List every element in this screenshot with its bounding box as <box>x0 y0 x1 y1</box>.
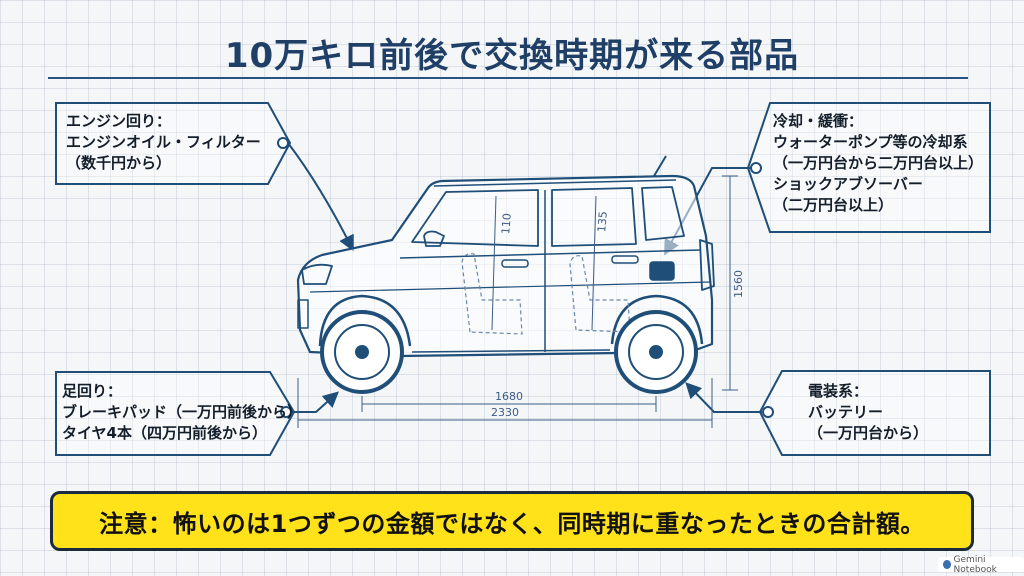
callout-cooling: 冷却・緩衝： ウォーターポンプ等の冷却系 （一万円台から二万円台以上） ショック… <box>773 111 983 216</box>
antenna <box>653 155 667 177</box>
callout-dot-engine <box>277 137 289 149</box>
callout-cooling-line: （二万円台以上） <box>773 196 894 214</box>
leader-engine <box>287 142 354 252</box>
rear-window <box>551 187 637 247</box>
dimension-lines <box>297 175 738 428</box>
front-fender-arch <box>318 294 412 347</box>
leader-chassis <box>292 391 339 413</box>
callout-electrical-line: 電装系： <box>808 382 869 400</box>
callout-electrical: 電装系： バッテリー （一万円台から） <box>808 381 928 444</box>
callout-cooling-line: ショックアブソーバー <box>773 175 923 193</box>
callout-chassis-line: タイヤ4本（四万円前後から） <box>62 424 267 442</box>
callout-frame-cooling <box>746 102 991 233</box>
front-wheel <box>320 310 404 394</box>
interior-seats <box>461 253 631 335</box>
notice-banner: 注意：怖いのは1つずつの金額ではなく、同時期に重なったときの合計額。 <box>50 491 974 551</box>
car-body-outline <box>296 174 714 358</box>
front-door-handle <box>501 259 529 268</box>
dimension-height-label: 1560 <box>732 270 745 298</box>
callout-dot-cooling <box>750 162 762 174</box>
callout-electrical-line: （一万円台から） <box>808 424 929 442</box>
dimension-front-seat-label: 110 <box>499 213 514 235</box>
side-step <box>411 349 611 353</box>
dimension-wheelbase-label: 1680 <box>495 390 523 403</box>
callout-engine-line: （数千円から） <box>66 154 172 172</box>
belt-line <box>399 249 701 259</box>
callout-engine: エンジン回り： エンジンオイル・フィルター （数千円から） <box>66 111 261 174</box>
callout-dot-electrical <box>762 406 774 418</box>
tail-light <box>699 239 715 291</box>
callout-chassis-line: 足回り： <box>62 382 123 400</box>
callout-frame-engine <box>55 102 292 185</box>
headlight <box>301 263 333 285</box>
callout-cooling-line: （一万円台から二万円台以上） <box>773 154 984 172</box>
callout-engine-line: エンジン回り： <box>66 112 172 130</box>
notice-text: 注意：怖いのは1つずつの金額ではなく、同時期に重なったときの合計額。 <box>99 509 925 538</box>
leader-electrical <box>685 382 762 413</box>
callout-chassis: 足回り： ブレーキパッド（一万円前後から） タイヤ4本（四万円前後から） <box>62 381 302 444</box>
callout-dot-chassis <box>280 406 292 418</box>
callout-frame-electrical <box>758 370 991 456</box>
mirror <box>423 230 445 247</box>
rear-fender-arch <box>610 294 704 345</box>
gemini-logo-icon <box>943 560 951 569</box>
brand-badge: Gemini Notebook <box>938 554 1024 575</box>
brand-label: Gemini Notebook <box>953 554 997 575</box>
callout-electrical-line: バッテリー <box>808 403 884 421</box>
page-title: 10万キロ前後で交換時期が来る部品 <box>224 36 800 76</box>
dimension-length-label: 2330 <box>491 406 519 419</box>
roof-rail <box>433 179 677 187</box>
callout-cooling-line: ウォーターポンプ等の冷却系 <box>773 133 968 151</box>
body-crease <box>309 281 711 293</box>
callout-frame-chassis <box>55 371 296 456</box>
fuel-lid <box>649 261 675 281</box>
title-divider <box>48 77 968 79</box>
car <box>296 155 715 358</box>
rear-door-handle <box>611 255 639 264</box>
front-grille <box>297 299 309 329</box>
callout-cooling-line: 冷却・緩衝： <box>773 112 864 130</box>
dimension-rear-seat-label: 135 <box>595 211 610 233</box>
quarter-window <box>641 186 685 241</box>
front-window <box>411 189 539 247</box>
callout-chassis-line: ブレーキパッド（一万円前後から） <box>62 403 303 421</box>
callout-engine-line: エンジンオイル・フィルター <box>66 133 261 151</box>
rear-wheel <box>614 310 698 394</box>
